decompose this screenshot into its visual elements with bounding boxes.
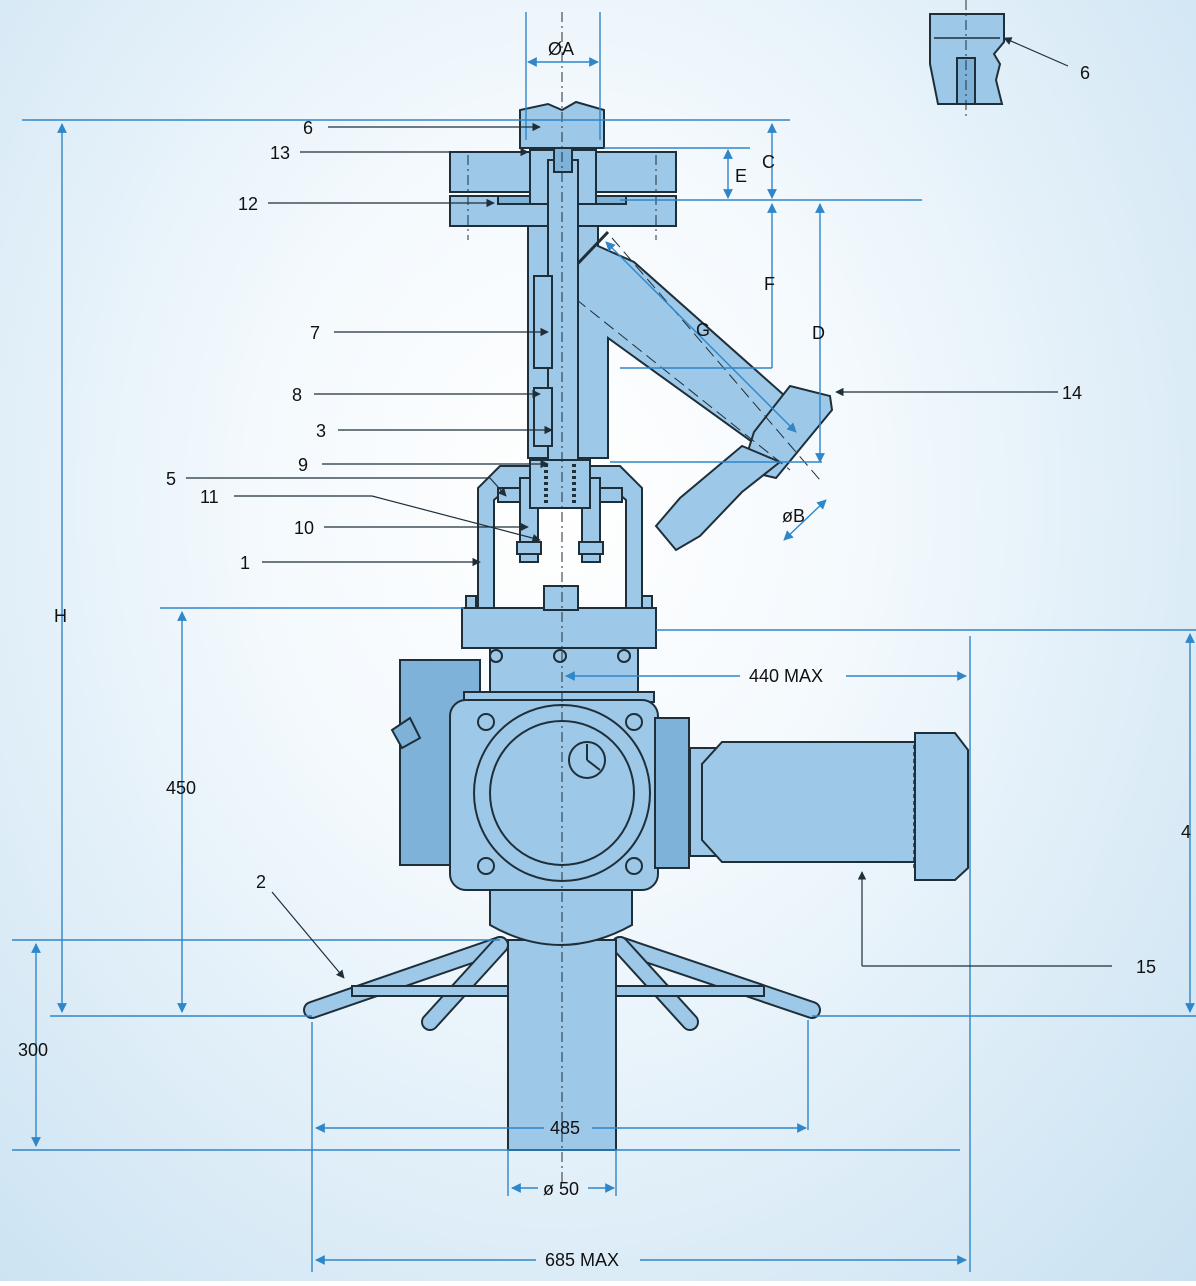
motor-end-cap bbox=[914, 732, 969, 881]
callout-9: 9 bbox=[298, 455, 308, 475]
dim-value-pipe-diameter: ø 50 bbox=[543, 1179, 579, 1199]
callout-numbers: 6 13 12 7 8 3 9 5 11 10 1 2 14 15 6 bbox=[166, 63, 1156, 977]
dimension-letters: ØA øB C D E F G H bbox=[54, 39, 825, 626]
dim-value-485: 485 bbox=[550, 1118, 580, 1138]
dim-label-g: G bbox=[696, 320, 710, 340]
callout-6-detail: 6 bbox=[1080, 63, 1090, 83]
callout-8: 8 bbox=[292, 385, 302, 405]
mounting-flange bbox=[461, 607, 657, 649]
dimension-values: 300 450 440 MAX 4 485 ø 50 685 MAX bbox=[18, 666, 1191, 1270]
callout-6: 6 bbox=[303, 118, 313, 138]
callout-2: 2 bbox=[256, 872, 266, 892]
callout-15: 15 bbox=[1136, 957, 1156, 977]
callout-10: 10 bbox=[294, 518, 314, 538]
dim-label-f: F bbox=[764, 274, 775, 294]
actuator-base bbox=[489, 884, 633, 946]
dim-label-h: H bbox=[54, 606, 67, 626]
dim-label-c: C bbox=[762, 152, 775, 172]
dim-label-e: E bbox=[735, 166, 747, 186]
callout-14: 14 bbox=[1062, 383, 1082, 403]
callout-1: 1 bbox=[240, 553, 250, 573]
leader-lines bbox=[186, 37, 1112, 979]
actuator bbox=[390, 647, 969, 946]
yoke bbox=[477, 465, 643, 609]
yoke-assembly bbox=[461, 459, 657, 663]
coupling bbox=[543, 585, 579, 611]
dim-label-b: øB bbox=[782, 506, 805, 526]
callout-7: 7 bbox=[310, 323, 320, 343]
packing-gland bbox=[529, 459, 591, 509]
dimension-lines bbox=[12, 12, 1196, 1272]
dim-value-685-max: 685 MAX bbox=[545, 1250, 619, 1270]
dim-label-d: D bbox=[812, 323, 825, 343]
dim-value-450: 450 bbox=[166, 778, 196, 798]
callout-11: 11 bbox=[200, 487, 219, 507]
stem-top bbox=[519, 100, 605, 149]
motor bbox=[701, 741, 916, 863]
callout-5: 5 bbox=[166, 469, 176, 489]
dim-value-300: 300 bbox=[18, 1040, 48, 1060]
callout-13: 13 bbox=[270, 143, 290, 163]
tripod-stand bbox=[303, 936, 821, 1031]
dim-value-440-max: 440 MAX bbox=[749, 666, 823, 686]
dim-label-a: ØA bbox=[548, 39, 574, 59]
lower-outlet-flange bbox=[654, 444, 782, 552]
callout-3: 3 bbox=[316, 421, 326, 441]
callout-12: 12 bbox=[238, 194, 258, 214]
dim-value-right: 4 bbox=[1181, 822, 1191, 842]
detail-inset bbox=[929, 0, 1005, 120]
